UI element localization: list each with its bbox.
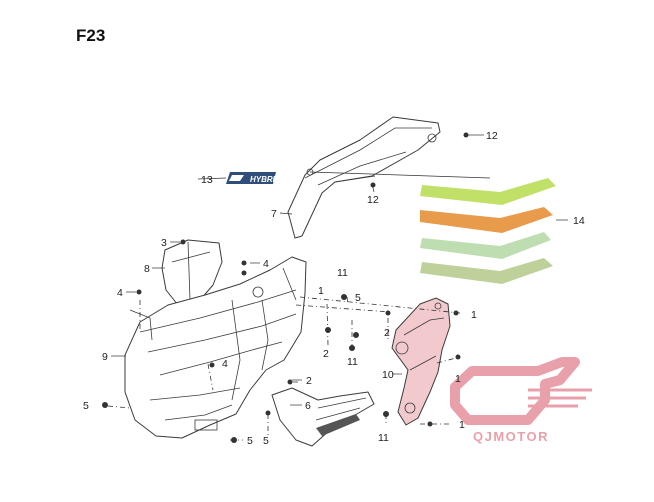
decal-stripe-1 — [420, 178, 556, 205]
watermark-text: QJMOTOR — [473, 429, 549, 444]
callout-8: 8 — [144, 263, 150, 275]
callout-12-mid: 12 — [367, 194, 379, 206]
decal-stripes — [420, 178, 556, 284]
qjmotor-logo: QJMOTOR — [450, 357, 592, 444]
callout-1-frame: 1 — [318, 285, 324, 297]
callout-11-top: 11 — [337, 267, 348, 279]
callout-1-bottom: 1 — [459, 419, 465, 431]
diagram-code: F23 — [76, 26, 106, 45]
callout-7: 7 — [271, 208, 277, 220]
callout-4-left: 4 — [117, 287, 123, 299]
callout-12-top: 12 — [486, 130, 498, 142]
callout-14: 14 — [573, 215, 585, 227]
decal-stripe-4 — [420, 258, 553, 284]
callout-2-lower: 2 — [306, 375, 312, 387]
callout-4-upper: 4 — [263, 258, 269, 270]
side-cover-small — [161, 239, 223, 306]
callout-3: 3 — [161, 237, 167, 249]
hybrid-emblem: HYBRID — [226, 172, 281, 184]
callout-1-bracket: 1 — [455, 373, 461, 385]
side-panel-upper — [287, 116, 441, 239]
fasteners — [102, 132, 469, 443]
side-bracket-highlighted — [391, 297, 451, 426]
callout-13: 13 — [201, 174, 213, 186]
callout-1-right: 1 — [471, 309, 477, 321]
callout-2-left: 2 — [323, 348, 329, 360]
callout-2-mid: 2 — [384, 327, 390, 339]
decal-stripe-3 — [420, 232, 551, 259]
callout-11-bottom: 11 — [378, 432, 389, 444]
callout-6: 6 — [305, 400, 311, 412]
callout-5-left: 5 — [83, 400, 89, 412]
callout-11-mid: 11 — [347, 356, 358, 368]
callout-5-top: 5 — [355, 292, 361, 304]
callout-5-bottom: 5 — [247, 435, 253, 447]
callout-5-center: 5 — [263, 435, 269, 447]
callout-4-lower: 4 — [222, 358, 228, 370]
decal-stripe-2 — [420, 207, 553, 233]
callout-10: 10 — [382, 369, 394, 381]
floor-panel — [271, 387, 375, 447]
callout-9: 9 — [102, 351, 108, 363]
emblem-text: HYBRID — [250, 175, 281, 184]
main-frame — [124, 256, 307, 439]
